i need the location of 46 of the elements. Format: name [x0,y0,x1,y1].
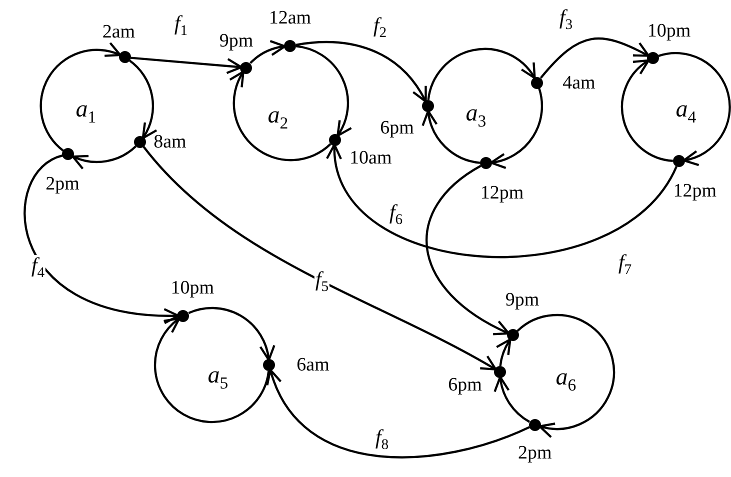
arrow [154,317,270,424]
time-label: 10am [350,148,392,168]
time-label: 9pm [505,290,540,310]
time-label: 6pm [380,118,414,138]
time-label: 2pm [518,443,552,462]
time-label: 10pm [647,22,691,41]
arrow [142,146,497,370]
arrow [129,60,158,140]
arrow [130,56,242,74]
arrow [40,42,122,152]
arrow [540,37,650,79]
arrow [494,376,530,423]
time-label: 12am [268,8,312,28]
arrow [620,59,674,162]
arrow [422,110,480,164]
loop-label: a$_{1}$ [76,98,96,126]
arrow [328,144,678,258]
time-label: 10pm [170,278,214,298]
time-label: 9pm [219,31,254,50]
arrow [268,368,530,458]
loop-label: a$_{5}$ [208,364,228,392]
arrow [24,154,180,324]
time-label: 8am [154,132,186,152]
loop-label: a$_{6}$ [556,366,576,394]
arrow [250,40,286,64]
time-label: 2am [102,22,136,42]
time-label: 2pm [46,174,80,194]
arrow [296,45,352,137]
time-label: 6pm [448,376,482,394]
time-label: 12pm [673,181,717,200]
loop-label: a$_{2}$ [268,104,288,132]
loop-label: a$_{4}$ [676,98,696,126]
arrow [72,145,137,170]
loop-label: a$_{3}$ [466,102,486,130]
arrow [426,164,510,335]
arrow [188,306,275,362]
arrow [229,70,332,162]
arrow [490,88,543,168]
time-label: 4am [562,73,596,92]
arrow [658,52,731,166]
time-label: 12pm [480,183,524,202]
arrow [427,48,536,100]
time-label: 6am [296,356,330,374]
arrow [496,338,512,366]
arrow [296,40,427,103]
arrow [516,314,616,438]
